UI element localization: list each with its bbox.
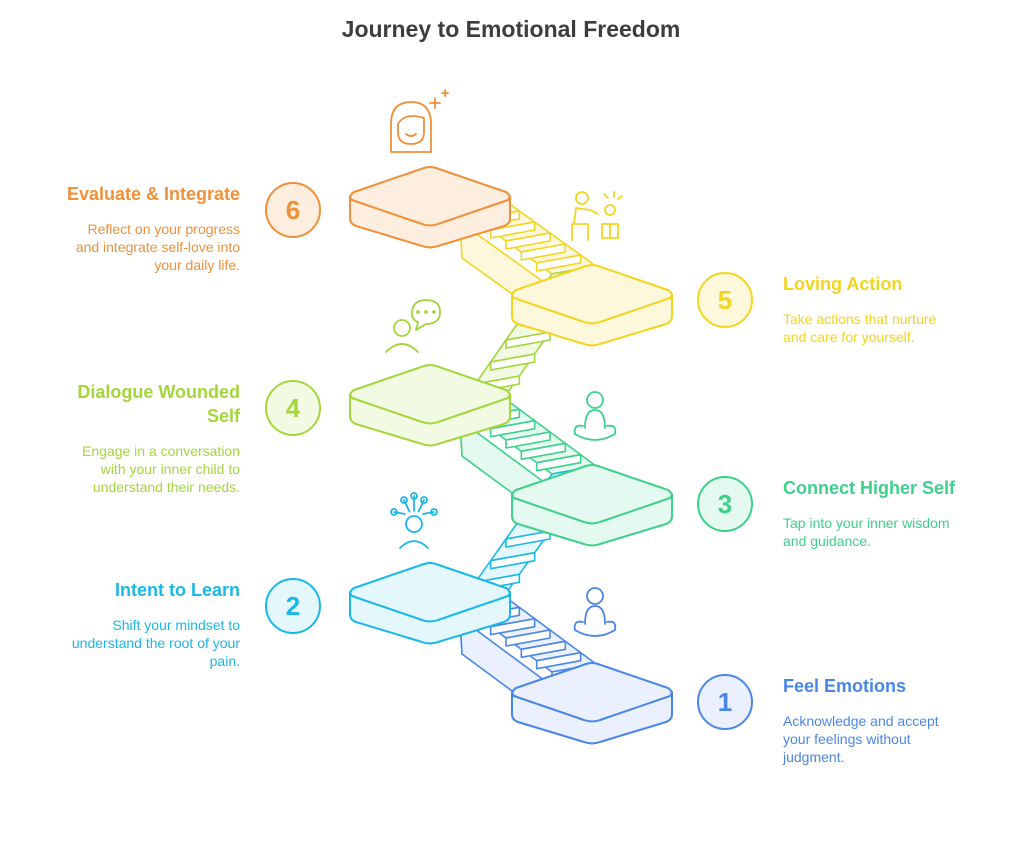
platform-1-top [511,662,673,723]
meditation-person-icon-step-3-head [586,391,604,409]
platform-6-top [349,166,511,227]
idea-network-person-icon-step-2-node-5 [430,508,438,516]
speech-bubble-person-icon-step-4-shoulders [385,343,419,353]
caregiver-child-icon-step-5-sparks [603,191,623,200]
caregiver-child-icon-step-5-child-head [604,204,616,216]
step-2-description: Shift your mindset to understand the roo… [71,617,240,669]
caregiver-child-icon-step-5-adult-head [575,191,589,205]
flight-2-riser-3 [489,551,536,570]
idea-network-person-icon-step-2 [390,492,438,549]
idea-network-person-icon-step-2-node-3 [410,492,418,500]
caregiver-child-icon-step-5-blocks [601,223,619,239]
step-2-badge: 2 [265,578,321,634]
flight-1-riser-4 [505,629,551,647]
idea-network-person-icon-step-2-shoulders [399,540,429,549]
idea-network-person-icon-step-2-node-2 [400,496,408,504]
platform-6 [349,166,511,249]
page-title: Journey to Emotional Freedom [341,16,681,42]
meditation-person-icon-step-3-torso [584,409,606,429]
step-4-title: Dialogue Wounded Self [77,382,240,426]
flight-4-riser-4 [505,331,551,349]
step-5-description: Take actions that nurture and care for y… [783,311,937,345]
platform-2 [349,562,511,645]
speech-bubble-person-icon-step-4-dot-1 [416,310,420,314]
flight-1-riser-5 [489,617,536,636]
idea-network-person-icon-step-2-head [405,515,423,533]
platform-5-top [511,264,673,325]
step-3-badge: 3 [697,476,753,532]
step-5-title: Loving Action [783,274,903,294]
step-4-description: Engage in a conversation with your inner… [82,443,240,495]
platform-1 [511,662,673,745]
step-1-description: Acknowledge and accept your feelings wit… [783,713,939,765]
step-3-text: Connect Higher Self Tap into your inner … [783,476,958,550]
speech-bubble-person-icon-step-4-bubble [411,299,441,331]
meditation-person-icon-step-1 [573,587,617,637]
idea-network-person-icon-step-2-node-1 [390,508,398,516]
step-2-title: Intent to Learn [115,580,240,600]
smiling-face-sparkle-icon-step-6-hair [390,101,432,153]
platform-3 [511,464,673,547]
flight-5-riser-5 [489,221,536,239]
platform-5 [511,264,673,347]
step-1-title: Feel Emotions [783,676,907,696]
meditation-person-icon-step-3-knee [573,424,584,435]
caregiver-child-icon-step-5-adult-body [573,207,599,225]
smiling-face-sparkle-icon-step-6-plus-small [441,89,449,97]
step-4-badge: 4 [265,380,321,436]
flight-1-riser-3 [520,640,567,659]
meditation-person-icon-step-3 [573,391,617,441]
step-4-text: Dialogue Wounded Self Engage in a conver… [65,380,240,496]
meditation-person-icon-step-1-legs [574,620,617,637]
step-1-badge: 1 [697,674,753,730]
step-1-text: Feel Emotions Acknowledge and accept you… [783,674,958,766]
platform-4 [349,364,511,447]
step-6-text: Evaluate & Integrate Reflect on your pro… [65,182,240,274]
idea-network-person-icon-step-2-ray-2 [403,499,411,513]
meditation-person-icon-step-1-head [586,587,604,605]
flight-3-riser-2 [535,453,582,472]
smiling-face-sparkle-icon-step-6-plus-large [429,97,441,109]
smiling-face-sparkle-icon-step-6 [390,89,449,153]
step-2-text: Intent to Learn Shift your mindset to un… [65,578,240,670]
meditation-person-icon-step-1-torso [584,605,606,625]
flight-5-riser-4 [505,232,551,250]
smiling-face-sparkle-icon-step-6-smile [405,133,417,137]
flight-4-riser-3 [489,353,536,371]
flight-5-riser-3 [520,243,567,261]
speech-bubble-person-icon-step-4 [385,299,441,353]
flight-1-riser-2 [535,651,582,670]
step-5-badge: 5 [697,272,753,328]
flight-5-riser-2 [535,254,582,272]
step-3-title: Connect Higher Self [783,478,956,498]
caregiver-child-icon-step-5 [571,191,623,241]
flight-2-riser-4 [505,530,551,548]
step-5-text: Loving Action Take actions that nurture … [783,272,958,346]
smiling-face-sparkle-icon-step-6-face [397,115,425,145]
platform-2-top [349,562,511,623]
meditation-person-icon-step-3-legs [574,424,617,441]
speech-bubble-person-icon-step-4-dot-3 [432,310,436,314]
flight-3-riser-5 [489,419,536,438]
flight-3-riser-3 [520,442,567,461]
step-6-title: Evaluate & Integrate [66,184,240,204]
speech-bubble-person-icon-step-4-head [393,319,411,337]
step-6-badge: 6 [265,182,321,238]
idea-network-person-icon-step-2-ray-1 [393,511,406,515]
speech-bubble-person-icon-step-4-dot-2 [424,310,428,314]
idea-network-person-icon-step-2-node-4 [420,496,428,504]
idea-network-person-icon-step-2-ray-5 [422,511,435,515]
step-6-description: Reflect on your progress and integrate s… [75,221,240,273]
platform-4-top [349,364,511,425]
flight-3-riser-4 [505,431,551,449]
step-3-description: Tap into your inner wisdom and guidance. [783,515,950,549]
meditation-person-icon-step-1-knee [573,620,584,631]
idea-network-person-icon-step-2-ray-4 [417,499,425,513]
platform-3-top [511,464,673,525]
caregiver-child-icon-step-5-chair [571,223,589,241]
